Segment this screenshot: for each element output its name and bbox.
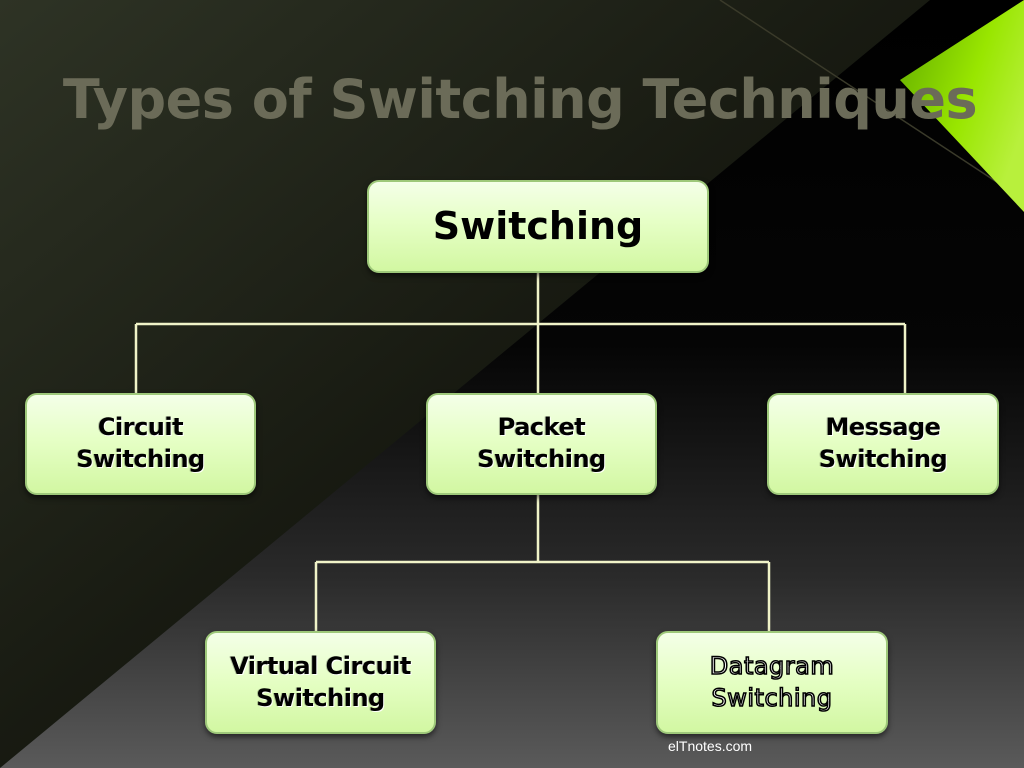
node-circuit-switching-label: Circuit Switching — [76, 413, 205, 473]
node-packet-switching-label: Packet Switching — [477, 413, 606, 473]
node-switching: Switching — [367, 180, 709, 273]
node-virtual-circuit-switching-label: Virtual Circuit Switching — [230, 651, 411, 712]
slide-title: Types of Switching Techniques — [62, 68, 978, 131]
node-message-switching-label: Message Switching — [818, 413, 948, 473]
node-datagram-switching: Datagram Switching — [656, 631, 888, 734]
node-datagram-switching-label: Datagram Switching — [709, 651, 835, 712]
node-packet-switching: Packet Switching — [426, 393, 657, 495]
node-virtual-circuit-switching: Virtual Circuit Switching — [205, 631, 436, 734]
accent-triangle — [900, 0, 1024, 212]
credit-text: elTnotes.com — [668, 738, 753, 754]
node-switching-label: Switching — [432, 204, 644, 249]
node-message-switching: Message Switching — [767, 393, 999, 495]
node-circuit-switching: Circuit Switching — [25, 393, 256, 495]
diagonal-line — [719, 0, 1024, 201]
